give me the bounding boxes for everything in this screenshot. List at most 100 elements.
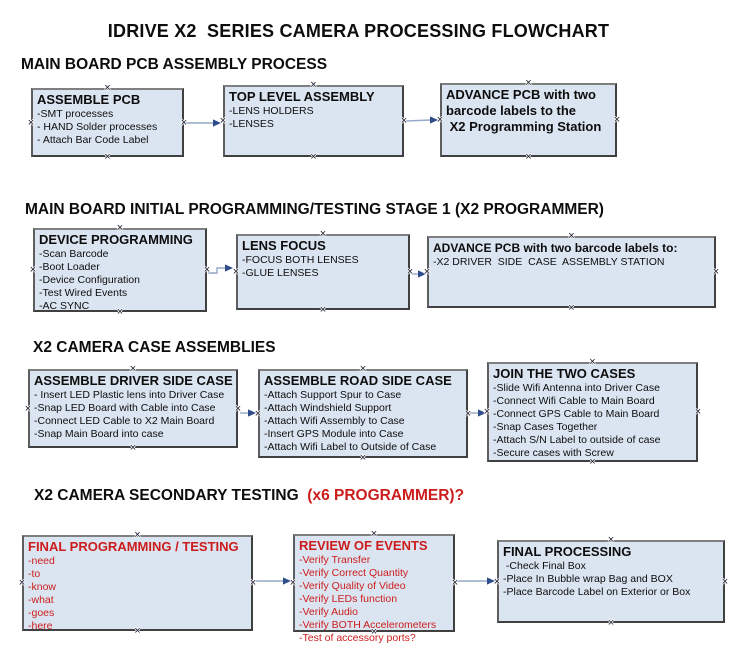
- box-line: -Check Final Box: [503, 560, 586, 572]
- connection-handle-icon-right-lens-focus: ×: [406, 266, 414, 278]
- flow-box-assemble-driver-side-case[interactable]: ASSEMBLE DRIVER SIDE CASE- Insert LED Pl…: [28, 369, 238, 448]
- section-header-red-text: (x6 PROGRAMMER)?: [303, 487, 465, 504]
- box-line: -Attach Wifi Assembly to Case: [264, 415, 405, 427]
- box-line: -Boot Loader: [39, 261, 100, 273]
- box-title-device-programming: DEVICE PROGRAMMING: [39, 232, 193, 247]
- connection-handle-icon-right-review-of-events: ×: [451, 577, 459, 589]
- box-line: -Device Configuration: [39, 274, 140, 286]
- flow-box-advance-pcb-to-driver-side-station[interactable]: ADVANCE PCB with two barcode labels to:-…: [427, 236, 716, 308]
- connection-handle-icon-left-top-level-assembly: ×: [219, 115, 227, 127]
- connection-handle-icon-bottom-review-of-events: ×: [370, 626, 378, 638]
- connection-handle-icon-right-assemble-driver-side-case: ×: [234, 402, 242, 415]
- connection-handle-icon-bottom-final-programming-testing: ×: [134, 625, 141, 637]
- connection-handle-icon-bottom-advance-pcb-to-programming-station: ×: [525, 151, 532, 163]
- box-line: -Snap Cases Together: [493, 421, 598, 433]
- connection-handle-icon-left-advance-pcb-to-driver-side-station: ×: [423, 266, 431, 278]
- box-line: -Connect GPS Cable to Main Board: [493, 408, 660, 420]
- box-line: -Verify Quality of Video: [299, 580, 406, 592]
- box-line: -Verify LEDs function: [299, 593, 398, 605]
- connection-handle-icon-top-assemble-driver-side-case: ×: [129, 363, 137, 375]
- box-line: barcode labels to the: [446, 103, 577, 118]
- flow-box-device-programming[interactable]: DEVICE PROGRAMMING-Scan Barcode-Boot Loa…: [33, 228, 207, 312]
- flowchart-title: IDRIVE X2 SERIES CAMERA PROCESSING FLOWC…: [107, 21, 610, 41]
- connection-handle-icon-left-final-programming-testing: ×: [18, 577, 26, 589]
- flow-box-join-the-two-cases[interactable]: JOIN THE TWO CASES-Slide Wifi Antenna in…: [487, 362, 698, 462]
- connection-handle-icon-top-join-the-two-cases: ×: [589, 356, 596, 368]
- flow-box-final-programming-testing[interactable]: FINAL PROGRAMMING / TESTING-need-to-know…: [22, 535, 253, 632]
- connection-handle-icon-right-assemble-pcb: ×: [180, 116, 188, 129]
- box-line: -SMT processes: [37, 108, 114, 120]
- connection-handle-icon-left-lens-focus: ×: [232, 266, 240, 278]
- connection-handle-icon-top-device-programming: ×: [116, 222, 124, 234]
- connection-handle-icon-right-join-the-two-cases: ×: [694, 406, 702, 418]
- box-line: -Test Wired Events: [39, 287, 128, 299]
- box-line: -goes: [28, 607, 55, 619]
- box-line: -here: [28, 620, 53, 632]
- box-line: -Place In Bubble wrap Bag and BOX: [503, 573, 673, 585]
- connection-handle-icon-top-assemble-road-side-case: ×: [359, 363, 367, 375]
- connection-handle-icon-right-advance-pcb-to-programming-station: ×: [613, 114, 621, 126]
- connection-handle-icon-bottom-lens-focus: ×: [319, 304, 327, 316]
- box-line: -Insert GPS Module into Case: [264, 428, 404, 440]
- flow-box-assemble-pcb[interactable]: ASSEMBLE PCB-SMT processes- HAND Solder …: [31, 88, 184, 157]
- box-line: -to: [28, 568, 41, 580]
- box-title-assemble-driver-side-case: ASSEMBLE DRIVER SIDE CASE: [34, 373, 233, 388]
- connector-arrow: [255, 577, 291, 585]
- connection-handle-icon-bottom-top-level-assembly: ×: [310, 151, 317, 163]
- box-line: -GLUE LENSES: [242, 267, 319, 279]
- box-title-lens-focus: LENS FOCUS: [242, 238, 326, 253]
- connection-handle-icon-left-assemble-driver-side-case: ×: [24, 402, 32, 415]
- connector-arrow: [208, 264, 233, 274]
- section-header-initial-programming: MAIN BOARD INITIAL PROGRAMMING/TESTING S…: [25, 201, 604, 219]
- box-line: -Attach Windshield Support: [264, 402, 392, 414]
- connection-handle-icon-left-assemble-pcb: ×: [27, 116, 35, 129]
- connection-handle-icon-left-assemble-road-side-case: ×: [254, 407, 262, 420]
- flow-box-final-processing[interactable]: FINAL PROCESSING -Check Final Box-Place …: [497, 540, 725, 623]
- connection-handle-icon-top-top-level-assembly: ×: [310, 79, 317, 91]
- connector-arrow: [405, 116, 438, 124]
- box-line: -Verify BOTH Accelerometers: [299, 619, 437, 631]
- flow-box-lens-focus[interactable]: LENS FOCUS-FOCUS BOTH LENSES-GLUE LENSES: [236, 234, 410, 310]
- connection-handle-icon-left-final-processing: ×: [493, 575, 501, 588]
- flow-box-review-of-events[interactable]: REVIEW OF EVENTS-Verify Transfer-Verify …: [293, 534, 455, 644]
- box-line: -Attach S/N Label to outside of case: [493, 434, 661, 446]
- connection-handle-icon-top-final-processing: ×: [607, 534, 615, 546]
- flow-box-assemble-road-side-case[interactable]: ASSEMBLE ROAD SIDE CASE-Attach Support S…: [258, 369, 468, 458]
- box-line: -Snap Main Board into case: [34, 428, 164, 440]
- box-line: -Place Barcode Label on Exterior or Box: [503, 586, 691, 598]
- connector-arrow: [186, 119, 221, 127]
- box-line: -Snap LED Board with Cable into Case: [34, 402, 216, 414]
- connection-handle-icon-top-advance-pcb-to-driver-side-station: ×: [568, 230, 575, 242]
- box-line: -Connect LED Cable to X2 Main Board: [34, 415, 215, 427]
- box-line: -Verify Correct Quantity: [299, 567, 409, 579]
- box-line: -Connect Wifi Cable to Main Board: [493, 395, 655, 407]
- box-line: - HAND Solder processes: [37, 121, 158, 133]
- connection-handle-icon-bottom-assemble-driver-side-case: ×: [129, 442, 137, 454]
- connection-handle-icon-left-join-the-two-cases: ×: [483, 406, 491, 418]
- box-line: -Verify Transfer: [299, 554, 371, 566]
- box-line: -Secure cases with Screw: [493, 447, 614, 459]
- box-title-join-the-two-cases: JOIN THE TWO CASES: [493, 366, 636, 381]
- connection-handle-icon-left-device-programming: ×: [29, 264, 37, 276]
- connection-handle-icon-top-review-of-events: ×: [370, 528, 378, 540]
- box-line: -what: [28, 594, 54, 606]
- box-title-review-of-events: REVIEW OF EVENTS: [299, 538, 428, 553]
- section-header-secondary-testing: X2 CAMERA SECONDARY TESTING (x6 PROGRAMM…: [34, 487, 464, 505]
- connection-handle-icon-right-assemble-road-side-case: ×: [464, 407, 472, 420]
- box-line: -Attach Wifi Label to Outside of Case: [264, 441, 437, 453]
- section-header-text: MAIN BOARD PCB ASSEMBLY PROCESS: [21, 56, 328, 73]
- box-line: -Verify Audio: [299, 606, 358, 618]
- connection-handle-icon-right-final-processing: ×: [721, 575, 729, 588]
- connection-handle-icon-top-assemble-pcb: ×: [104, 82, 111, 94]
- box-title-advance-pcb-to-driver-side-station: ADVANCE PCB with two barcode labels to:: [433, 241, 678, 255]
- box-line: ADVANCE PCB with two: [446, 87, 596, 102]
- connection-handle-icon-bottom-final-processing: ×: [607, 617, 615, 629]
- box-line: -Scan Barcode: [39, 248, 109, 260]
- section-header-pcb-assembly: MAIN BOARD PCB ASSEMBLY PROCESS: [21, 56, 327, 74]
- flow-box-top-level-assembly[interactable]: TOP LEVEL ASSEMBLY-LENS HOLDERS-LENSES: [223, 85, 404, 157]
- connection-handle-icon-bottom-advance-pcb-to-driver-side-station: ×: [568, 302, 575, 314]
- box-title-assemble-road-side-case: ASSEMBLE ROAD SIDE CASE: [264, 373, 452, 388]
- connection-handle-icon-right-advance-pcb-to-driver-side-station: ×: [712, 266, 720, 278]
